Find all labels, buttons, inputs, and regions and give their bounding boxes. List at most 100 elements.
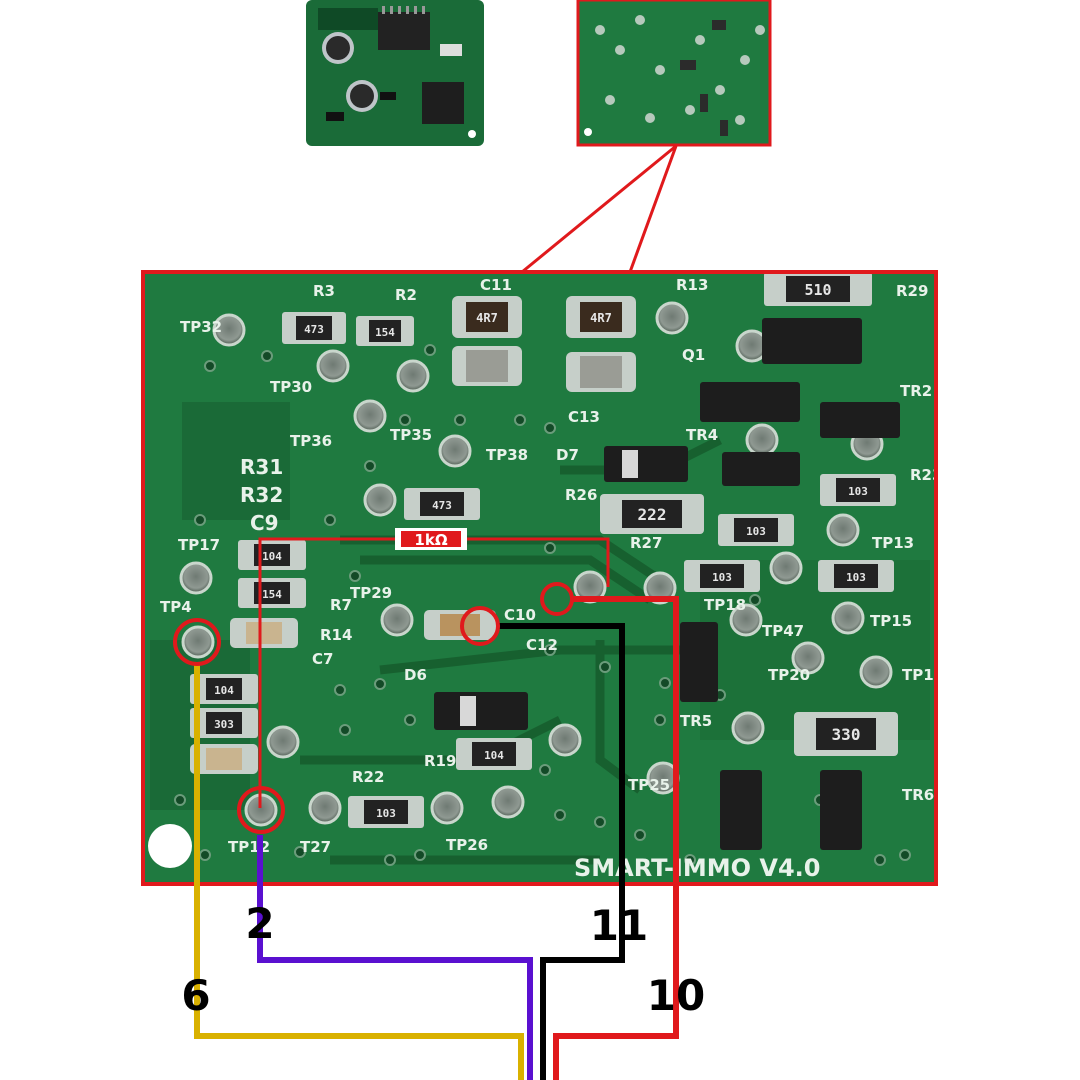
svg-text:TP32: TP32	[180, 318, 222, 336]
resistor-303: 303	[190, 708, 258, 738]
resistor-r22: 103	[348, 796, 424, 828]
svg-text:510: 510	[804, 281, 831, 299]
svg-text:TP18: TP18	[704, 596, 746, 614]
svg-text:R13: R13	[676, 276, 708, 294]
svg-text:TP29: TP29	[350, 584, 392, 602]
solder-point-tp12	[237, 786, 285, 834]
svg-text:TP20: TP20	[768, 666, 810, 684]
svg-text:103: 103	[376, 807, 396, 820]
svg-text:4R7: 4R7	[476, 311, 498, 325]
svg-text:303: 303	[214, 718, 234, 731]
resistor-r3: 473	[282, 312, 346, 344]
svg-text:R14: R14	[320, 626, 352, 644]
svg-text:154: 154	[262, 588, 282, 601]
resistor-r26: 222	[600, 494, 704, 534]
svg-text:154: 154	[375, 326, 395, 339]
svg-text:103: 103	[848, 485, 868, 498]
svg-text:C11: C11	[480, 276, 512, 294]
svg-text:C7: C7	[312, 650, 333, 668]
resistor-callout: 1kΩ	[258, 528, 610, 808]
resistor-103a: 103	[718, 514, 794, 546]
svg-text:104: 104	[214, 684, 234, 697]
svg-text:T27: T27	[300, 838, 331, 856]
svg-text:TR5: TR5	[680, 712, 712, 730]
svg-text:R31: R31	[240, 455, 283, 479]
wire-11	[498, 623, 625, 1080]
resistor-r2: 154	[356, 316, 414, 346]
svg-text:R2: R2	[395, 286, 417, 304]
svg-text:C13: C13	[568, 408, 600, 426]
wire-10	[553, 596, 679, 1080]
svg-text:TP4: TP4	[160, 598, 192, 616]
capacitor-c13: 4R7	[566, 296, 636, 338]
wire-label-2: 2	[245, 899, 274, 948]
svg-text:C9: C9	[250, 511, 279, 535]
capacitor-c11: 4R7	[452, 296, 522, 338]
svg-text:TP38: TP38	[486, 446, 528, 464]
svg-text:103: 103	[746, 525, 766, 538]
svg-text:Q1: Q1	[682, 346, 705, 364]
svg-text:473: 473	[304, 323, 324, 336]
wire-labels: 6 2 11 10	[181, 899, 705, 1020]
svg-text:TR2: TR2	[900, 382, 932, 400]
svg-text:104: 104	[262, 550, 282, 563]
svg-text:330: 330	[832, 725, 861, 744]
svg-text:473: 473	[432, 499, 452, 512]
svg-text:R22: R22	[352, 768, 384, 786]
svg-text:222: 222	[638, 505, 667, 524]
wire-6	[194, 665, 524, 1080]
svg-text:C12: C12	[526, 636, 558, 654]
pcb-closeup: 473 154 510 222 473 104 154 104 303 104 …	[143, 272, 942, 884]
zoom-frame	[141, 270, 938, 886]
svg-text:TP30: TP30	[270, 378, 312, 396]
board-thumbnail-front	[306, 0, 484, 146]
solder-point-tp4	[173, 618, 221, 666]
svg-text:TP15: TP15	[870, 612, 912, 630]
svg-text:TP26: TP26	[446, 836, 488, 854]
svg-text:R3: R3	[313, 282, 335, 300]
svg-text:R29: R29	[896, 282, 928, 300]
resistor-104a: 104	[238, 540, 306, 570]
zoom-connector	[521, 144, 678, 274]
resistor-104b: 104	[190, 674, 258, 704]
solder-point-c10	[460, 606, 500, 646]
svg-text:TP47: TP47	[762, 622, 804, 640]
svg-text:104: 104	[484, 749, 504, 762]
svg-text:R32: R32	[240, 483, 283, 507]
solder-point-tp27	[540, 582, 574, 616]
resistor-r19: 104	[456, 738, 532, 770]
resistor-154: 154	[238, 578, 306, 608]
svg-text:TR4: TR4	[686, 426, 718, 444]
resistor-103c: 103	[818, 560, 894, 592]
resistor-r10: 330	[794, 712, 898, 756]
wire-label-11: 11	[590, 901, 648, 950]
svg-text:R27: R27	[630, 534, 662, 552]
resistor-r29: 510	[764, 272, 872, 306]
svg-text:TP25: TP25	[628, 776, 670, 794]
svg-text:C10: C10	[504, 606, 536, 624]
svg-text:TR6: TR6	[902, 786, 934, 804]
svg-text:103: 103	[846, 571, 866, 584]
svg-text:TP35: TP35	[390, 426, 432, 444]
solder-point-markers	[173, 582, 574, 834]
svg-text:R7: R7	[330, 596, 352, 614]
svg-text:R19: R19	[424, 752, 456, 770]
board-name: SMART-IMMO V4.0	[574, 854, 821, 882]
wire-label-6: 6	[181, 971, 210, 1020]
svg-text:D7: D7	[556, 446, 579, 464]
svg-text:R23: R23	[910, 466, 942, 484]
svg-text:TP36: TP36	[290, 432, 332, 450]
svg-text:R26: R26	[565, 486, 597, 504]
wire-2	[257, 835, 533, 1080]
resistor-103b: 103	[684, 560, 760, 592]
svg-text:103: 103	[712, 571, 732, 584]
resistor-473: 473	[404, 488, 480, 520]
resistor-callout-label: 1kΩ	[414, 531, 447, 549]
svg-text:TP12: TP12	[228, 838, 270, 856]
resistor-r23: 103	[820, 474, 896, 506]
svg-text:4R7: 4R7	[590, 311, 612, 325]
svg-text:TP17: TP17	[178, 536, 220, 554]
svg-text:TP13: TP13	[872, 534, 914, 552]
wire-label-10: 10	[647, 971, 705, 1020]
